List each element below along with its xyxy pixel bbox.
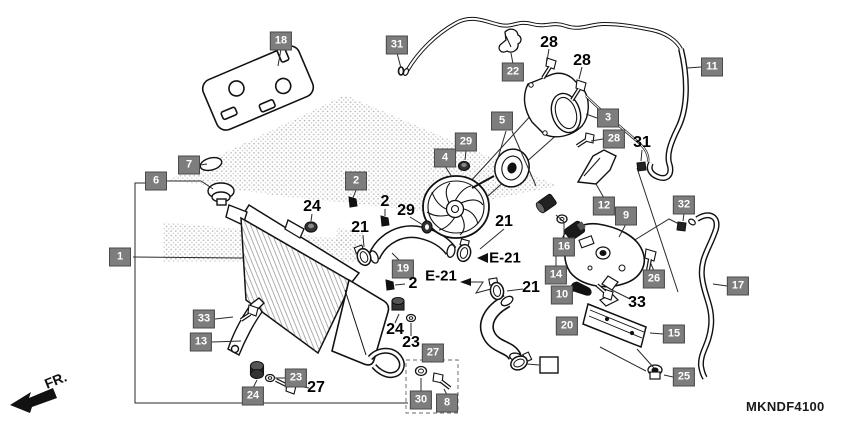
engine-ref-e21-a[interactable]: E-21 [489,249,521,267]
part-number-27: 27 [307,379,325,396]
callout-box-5[interactable]: 5 [491,111,513,131]
callout-box-30[interactable]: 30 [409,390,433,410]
sub-assembly-box [405,359,459,414]
callout-box-13[interactable]: 13 [189,332,213,352]
callout-box-26[interactable]: 26 [642,269,666,289]
callout-box-17[interactable]: 17 [726,276,750,296]
callout-box-12[interactable]: 12 [592,196,616,216]
callout-box-19[interactable]: 19 [391,259,415,279]
part-number-28-a: 28 [540,34,558,51]
part-number-28-b: 28 [573,52,591,69]
callout-box-10[interactable]: 10 [550,285,574,305]
callout-box-7[interactable]: 7 [178,155,200,175]
part-number-33: 33 [628,294,646,311]
radiator-cap-illustration [199,156,235,206]
callout-box-22[interactable]: 22 [501,62,525,82]
callout-box-18[interactable]: 18 [269,31,293,51]
part-number-2-b: 2 [408,275,418,292]
callout-box-4[interactable]: 4 [434,148,456,168]
part-number-21-a: 21 [495,213,513,230]
callout-box-16[interactable]: 16 [552,237,576,257]
part-number-21-c: 21 [522,279,540,296]
plate-illustration [582,293,647,349]
callout-box-15[interactable]: 15 [662,324,686,344]
callout-box-24[interactable]: 24 [241,386,265,406]
callout-box-1[interactable]: 1 [109,247,131,267]
cooling-fan-illustration [422,175,490,239]
callout-box-8[interactable]: 8 [436,393,458,413]
engine-ref-e21-b[interactable]: E-21 [425,267,457,285]
lower-hose-illustration [479,294,523,362]
callout-box-33[interactable]: 33 [192,309,216,329]
callout-box-32[interactable]: 32 [672,195,696,215]
fr-direction-arrow: FR. [10,368,69,413]
overflow-hose-illustration [688,212,720,380]
callout-box-11[interactable]: 11 [701,57,723,77]
callout-box-9[interactable]: 9 [615,206,637,226]
callout-box-14[interactable]: 14 [544,265,568,285]
empty-reference-box [539,356,559,374]
part-number-31: 31 [633,134,651,151]
callout-box-2[interactable]: 2 [345,171,367,191]
part-number-24-b: 24 [386,321,404,338]
part-number-21-b: 21 [351,219,369,236]
siphon-hose-illustration [402,16,689,181]
callout-box-6[interactable]: 6 [145,171,167,191]
diagram-code: MKNDF4100 [746,399,825,414]
callout-box-31[interactable]: 31 [385,35,409,55]
part-number-24-a: 24 [303,198,321,215]
callout-box-25[interactable]: 25 [672,367,696,387]
stay-illustration [227,297,265,356]
callout-box-28[interactable]: 28 [602,129,626,149]
callout-box-20[interactable]: 20 [555,316,579,336]
engine-ref-arrows [460,253,488,286]
part-number-23: 23 [402,334,420,351]
heat-guard-illustration [576,149,617,185]
callout-box-23[interactable]: 23 [284,368,308,388]
callout-box-3[interactable]: 3 [597,108,619,128]
radiator-illustration [225,203,405,379]
callout-box-27[interactable]: 27 [421,343,445,363]
part-number-2-a: 2 [380,193,390,210]
fr-label: FR. [42,368,69,391]
part-number-29: 29 [397,202,415,219]
callout-box-29[interactable]: 29 [454,132,478,152]
upper-hose-illustration [368,225,457,264]
